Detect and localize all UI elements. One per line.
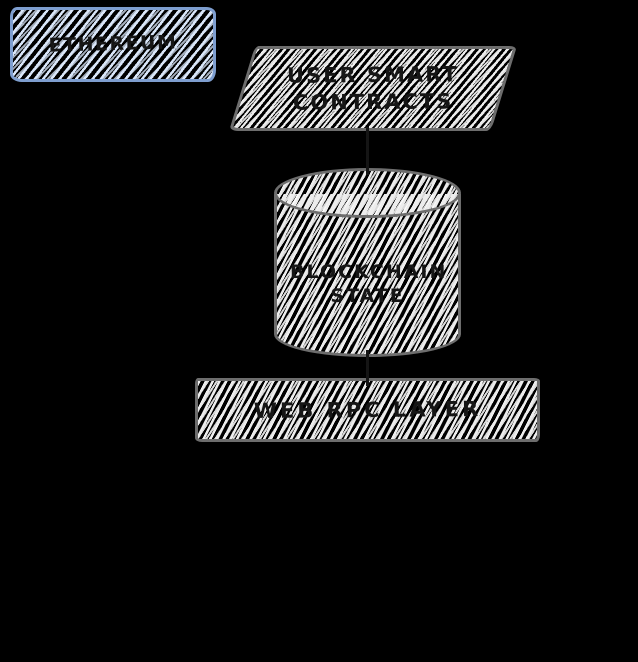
node-user-smart-contracts[interactable]: USER SMART CONTRACTS (229, 46, 517, 131)
node-ethereum[interactable]: ETHEREUM (10, 7, 216, 82)
cylinder-body (274, 194, 461, 357)
parallelogram-shape (229, 46, 517, 131)
web-rpc-box-shape (195, 378, 540, 442)
node-blockchain-state[interactable]: BLOCKCHAIN STATE (274, 168, 461, 358)
connector-contracts-to-state (366, 127, 369, 175)
cylinder-top-ellipse (274, 168, 461, 218)
connector-state-to-rpc (366, 350, 369, 386)
node-web-rpc-layer[interactable]: WEB RPC LAYER (195, 378, 540, 442)
ethereum-box-shape (10, 7, 216, 82)
